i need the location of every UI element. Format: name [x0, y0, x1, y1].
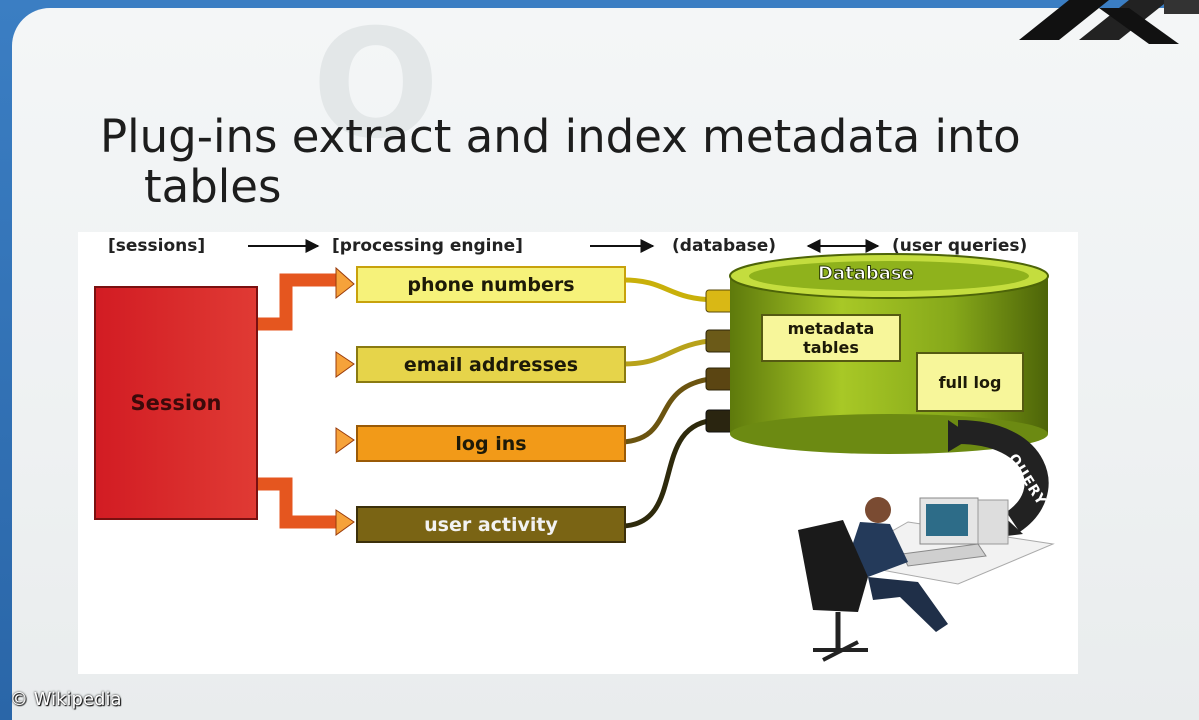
plug-3 [705, 367, 735, 391]
cable-user-activity [623, 417, 719, 529]
copyright-watermark: © Wikipedia [10, 689, 122, 710]
user-at-computer-icon [798, 497, 1055, 662]
session-box: Session [94, 286, 258, 520]
arrow-to-user-activity [256, 477, 340, 529]
database-label: Database [818, 263, 915, 285]
title-line-1: Plug-ins extract and index metadata into [100, 110, 1021, 163]
cable-phone-numbers [623, 277, 719, 303]
metadata-tables-label: metadata tables [787, 319, 875, 357]
cable-email-addresses [623, 337, 719, 367]
plugin-log-ins-label: log ins [455, 432, 527, 455]
background-decoration: O [312, 0, 460, 172]
arrow-head-email-addresses [335, 351, 355, 378]
plugin-email-addresses-label: email addresses [403, 353, 579, 376]
arrow-head-phone-numbers [335, 266, 355, 300]
metadata-tables-box: metadata tables [761, 314, 901, 362]
plugin-log-ins: log ins [356, 425, 626, 462]
query-arrow-icon [957, 420, 1049, 532]
logo-icon [1019, 0, 1199, 44]
plugin-phone-numbers-label: phone numbers [407, 273, 575, 296]
cable-log-ins [623, 375, 719, 445]
plugin-user-activity-label: user activity [424, 513, 558, 536]
arrow-head-log-ins [335, 427, 355, 454]
metadata-indexing-diagram: [sessions] [processing engine] (database… [78, 232, 1078, 674]
header-user-queries: (user queries) [892, 236, 1028, 256]
plug-4 [705, 409, 735, 433]
header-processing-engine: [processing engine] [332, 236, 523, 256]
plugin-phone-numbers: phone numbers [356, 266, 626, 303]
plugin-email-addresses: email addresses [356, 346, 626, 383]
plug-2 [705, 329, 735, 353]
arrow-to-phone-numbers [256, 273, 340, 331]
full-log-box: full log [916, 352, 1024, 412]
arrow-head-user-activity [335, 509, 355, 536]
plugin-user-activity: user activity [356, 506, 626, 543]
title-line-2: tables [144, 160, 282, 213]
header-database: (database) [672, 236, 777, 256]
header-sessions: [sessions] [108, 236, 206, 256]
slide-title: Plug-ins extract and index metadata into… [100, 112, 1100, 212]
plug-1 [705, 289, 735, 313]
session-label: Session [130, 391, 222, 415]
full-log-label: full log [938, 372, 1002, 392]
